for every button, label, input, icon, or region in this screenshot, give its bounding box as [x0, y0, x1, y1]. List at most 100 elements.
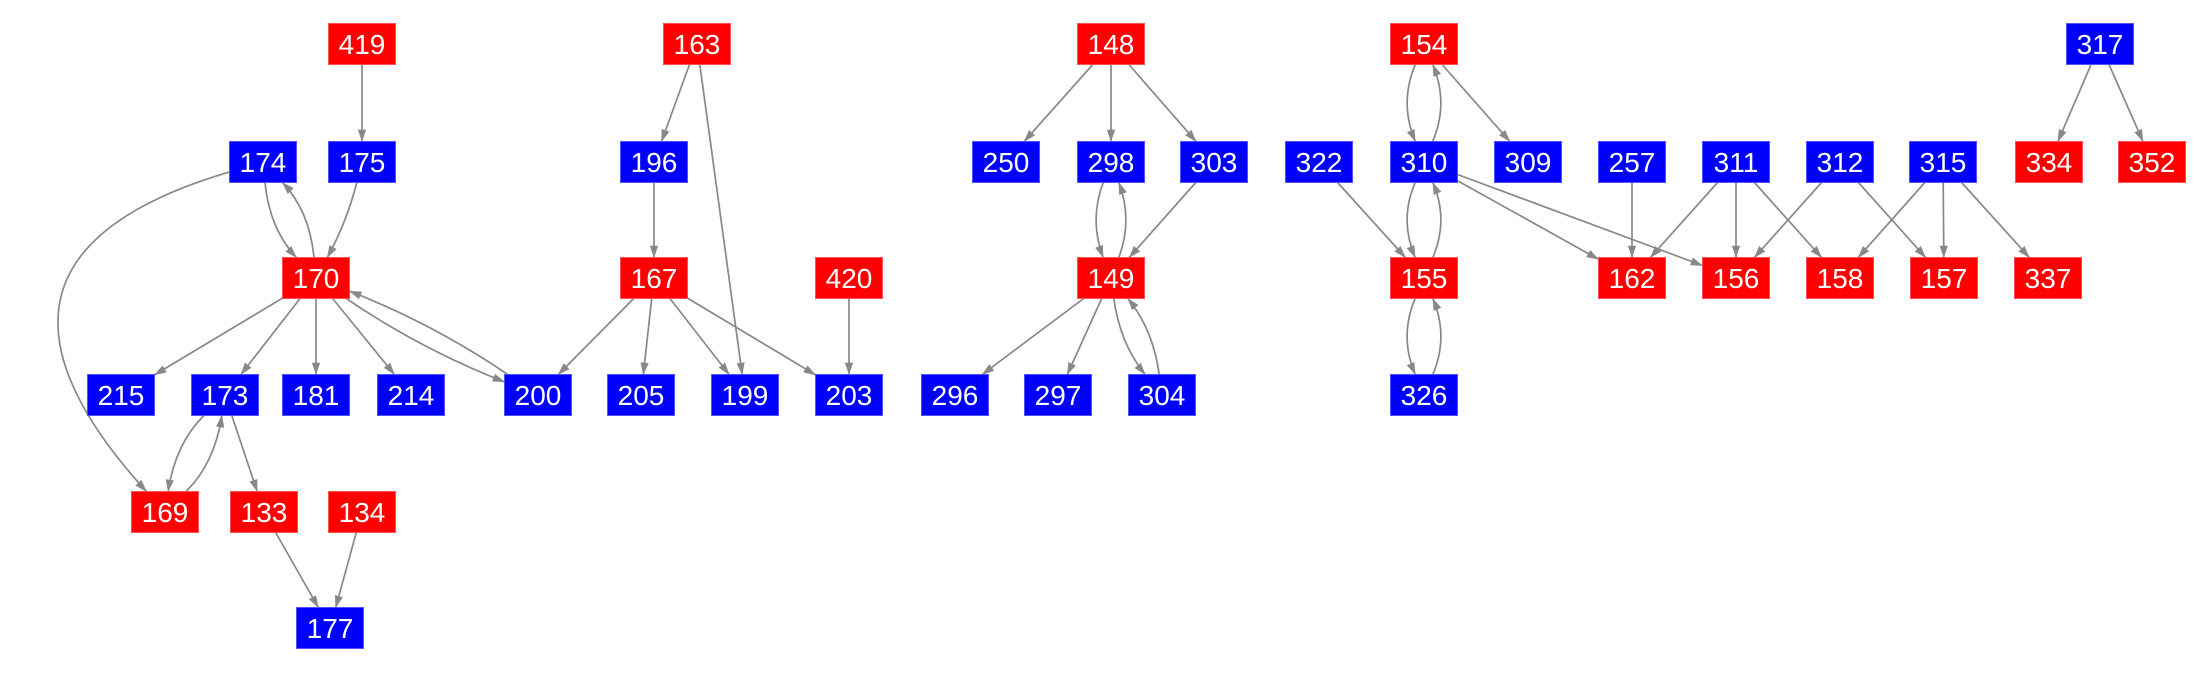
node-298-box: [1077, 141, 1145, 183]
node-214[interactable]: 214: [377, 374, 445, 416]
node-163[interactable]: 163: [663, 23, 731, 65]
node-200-label: 200: [515, 380, 562, 411]
node-203[interactable]: 203: [815, 374, 883, 416]
node-334-label: 334: [2026, 147, 2073, 178]
node-196[interactable]: 196: [620, 141, 688, 183]
node-154[interactable]: 154: [1390, 23, 1458, 65]
edge-167-199: [669, 297, 730, 376]
node-297[interactable]: 297: [1024, 374, 1092, 416]
node-155[interactable]: 155: [1390, 257, 1458, 299]
node-148[interactable]: 148: [1077, 23, 1145, 65]
edge-174-169: [57, 171, 230, 493]
node-312[interactable]: 312: [1806, 141, 1874, 183]
node-309-box: [1494, 141, 1562, 183]
node-163-box: [663, 23, 731, 65]
node-326[interactable]: 326: [1390, 374, 1458, 416]
node-205[interactable]: 205: [607, 374, 675, 416]
edge-170-173: [240, 297, 301, 376]
node-309[interactable]: 309: [1494, 141, 1562, 183]
node-296[interactable]: 296: [921, 374, 989, 416]
edge-167-200: [557, 297, 635, 376]
node-177[interactable]: 177: [296, 607, 364, 649]
edge-312-156: [1753, 181, 1823, 259]
node-326-label: 326: [1401, 380, 1448, 411]
node-175[interactable]: 175: [328, 141, 396, 183]
node-334[interactable]: 334: [2015, 141, 2083, 183]
node-352[interactable]: 352: [2118, 141, 2186, 183]
node-322[interactable]: 322: [1285, 141, 1353, 183]
node-311[interactable]: 311: [1702, 141, 1770, 183]
node-315[interactable]: 315: [1909, 141, 1977, 183]
node-337-box: [2014, 257, 2082, 299]
node-257[interactable]: 257: [1598, 141, 1666, 183]
node-154-label: 154: [1401, 29, 1448, 60]
node-169[interactable]: 169: [131, 491, 199, 533]
node-296-label: 296: [932, 380, 979, 411]
nodes-layer: 419 163 148 154 317 174 175 196 250 298 303 322 310 3…: [87, 23, 2186, 649]
node-420[interactable]: 420: [815, 257, 883, 299]
node-250-label: 250: [983, 147, 1030, 178]
node-162[interactable]: 162: [1598, 257, 1666, 299]
edge-173-133: [230, 415, 259, 493]
node-200-box: [504, 374, 572, 416]
node-419[interactable]: 419: [328, 23, 396, 65]
node-317[interactable]: 317: [2066, 23, 2134, 65]
node-250[interactable]: 250: [972, 141, 1040, 183]
edge-133-177: [274, 532, 320, 609]
edge-322-155: [1336, 181, 1407, 259]
node-177-box: [296, 607, 364, 649]
node-158[interactable]: 158: [1806, 257, 1874, 299]
node-133[interactable]: 133: [230, 491, 298, 533]
edge-304-149: [1127, 297, 1161, 375]
node-315-label: 315: [1920, 147, 1967, 178]
node-134[interactable]: 134: [328, 491, 396, 533]
node-200[interactable]: 200: [504, 374, 572, 416]
node-149[interactable]: 149: [1077, 257, 1145, 299]
node-173-label: 173: [202, 380, 249, 411]
edge-170-174: [281, 181, 315, 258]
edge-310-156: [1457, 173, 1704, 267]
node-311-box: [1702, 141, 1770, 183]
node-167[interactable]: 167: [620, 257, 688, 299]
node-298-label: 298: [1088, 147, 1135, 178]
node-162-box: [1598, 257, 1666, 299]
node-199[interactable]: 199: [711, 374, 779, 416]
node-157[interactable]: 157: [1910, 257, 1978, 299]
node-303-box: [1180, 141, 1248, 183]
edge-315-337: [1960, 181, 2031, 259]
node-169-label: 169: [142, 497, 189, 528]
edge-154-310: [1406, 64, 1417, 143]
node-174[interactable]: 174: [229, 141, 297, 183]
node-173-box: [191, 374, 259, 416]
edge-169-173: [185, 414, 225, 493]
node-298[interactable]: 298: [1077, 141, 1145, 183]
edge-134-177: [334, 532, 358, 609]
edge-167-205: [640, 298, 653, 376]
node-170[interactable]: 170: [282, 257, 350, 299]
node-310[interactable]: 310: [1390, 141, 1458, 183]
node-304[interactable]: 304: [1128, 374, 1196, 416]
edge-149-296: [981, 297, 1085, 376]
node-296-box: [921, 374, 989, 416]
node-174-label: 174: [240, 147, 287, 178]
node-337[interactable]: 337: [2014, 257, 2082, 299]
node-419-box: [328, 23, 396, 65]
node-215[interactable]: 215: [87, 374, 155, 416]
edge-310-154: [1431, 63, 1442, 142]
node-174-box: [229, 141, 297, 183]
node-317-box: [2066, 23, 2134, 65]
node-203-box: [815, 374, 883, 416]
node-337-label: 337: [2025, 263, 2072, 294]
node-181[interactable]: 181: [282, 374, 350, 416]
node-310-box: [1390, 141, 1458, 183]
node-257-box: [1598, 141, 1666, 183]
node-334-box: [2015, 141, 2083, 183]
node-156[interactable]: 156: [1702, 257, 1770, 299]
node-303[interactable]: 303: [1180, 141, 1248, 183]
node-158-box: [1806, 257, 1874, 299]
edge-148-250: [1023, 63, 1094, 143]
node-173[interactable]: 173: [191, 374, 259, 416]
node-214-box: [377, 374, 445, 416]
node-250-box: [972, 141, 1040, 183]
